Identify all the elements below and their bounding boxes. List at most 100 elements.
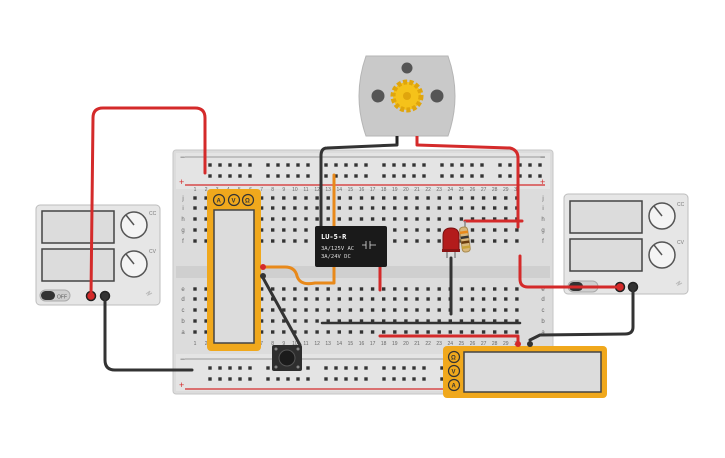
breadboard-hole[interactable]	[204, 217, 208, 221]
breadboard-hole[interactable]	[218, 163, 222, 167]
breadboard-hole[interactable]	[460, 174, 464, 178]
breadboard-hole[interactable]	[208, 163, 212, 167]
breadboard-hole[interactable]	[293, 228, 297, 232]
breadboard-hole[interactable]	[470, 287, 475, 291]
breadboard-hole[interactable]	[382, 366, 386, 370]
breadboard-hole[interactable]	[493, 206, 497, 210]
breadboard-hole[interactable]	[459, 330, 464, 334]
breadboard-hole[interactable]	[334, 366, 338, 370]
breadboard-hole[interactable]	[493, 287, 497, 291]
breadboard-hole[interactable]	[493, 319, 497, 323]
breadboard-hole[interactable]	[248, 163, 252, 167]
breadboard-hole[interactable]	[480, 174, 484, 178]
breadboard-hole[interactable]	[337, 330, 341, 334]
breadboard-hole[interactable]	[382, 174, 386, 178]
breadboard-hole[interactable]	[306, 174, 310, 178]
breadboard-hole[interactable]	[393, 287, 397, 291]
breadboard-hole[interactable]	[437, 239, 441, 243]
breadboard-hole[interactable]	[440, 366, 444, 370]
breadboard-hole[interactable]	[228, 174, 232, 178]
breadboard-hole[interactable]	[348, 319, 353, 323]
breadboard-hole[interactable]	[393, 196, 397, 200]
breadboard-hole[interactable]	[404, 239, 408, 243]
breadboard-hole[interactable]	[248, 377, 252, 381]
breadboard-hole[interactable]	[306, 366, 310, 370]
breadboard-hole[interactable]	[326, 319, 330, 323]
breadboard-hole[interactable]	[259, 297, 264, 301]
breadboard-hole[interactable]	[293, 239, 297, 243]
breadboard-hole[interactable]	[440, 377, 444, 381]
breadboard-hole[interactable]	[412, 377, 416, 381]
breadboard-hole[interactable]	[271, 297, 275, 301]
breadboard-hole[interactable]	[382, 163, 386, 167]
breadboard-hole[interactable]	[282, 239, 286, 243]
breadboard-hole[interactable]	[348, 217, 353, 221]
breadboard-hole[interactable]	[315, 217, 319, 221]
breadboard-hole[interactable]	[498, 163, 502, 167]
breadboard-hole[interactable]	[426, 308, 430, 312]
breadboard-hole[interactable]	[481, 319, 486, 323]
breadboard-hole[interactable]	[459, 297, 464, 301]
breadboard-hole[interactable]	[204, 287, 208, 291]
breadboard-hole[interactable]	[364, 366, 368, 370]
breadboard-hole[interactable]	[193, 319, 197, 323]
breadboard-hole[interactable]	[481, 228, 486, 232]
breadboard-hole[interactable]	[248, 174, 252, 178]
breadboard-hole[interactable]	[422, 163, 426, 167]
breadboard-hole[interactable]	[359, 287, 364, 291]
breadboard-hole[interactable]	[460, 163, 464, 167]
breadboard-hole[interactable]	[393, 228, 397, 232]
breadboard-hole[interactable]	[402, 163, 406, 167]
breadboard-hole[interactable]	[440, 174, 444, 178]
breadboard-hole[interactable]	[282, 308, 286, 312]
breadboard-hole[interactable]	[415, 330, 419, 334]
breadboard-hole[interactable]	[404, 308, 408, 312]
breadboard-hole[interactable]	[293, 330, 297, 334]
breadboard-hole[interactable]	[504, 319, 508, 323]
breadboard-hole[interactable]	[402, 366, 406, 370]
wire-probe-black[interactable]	[260, 274, 302, 347]
breadboard-hole[interactable]	[348, 297, 353, 301]
power-supply-right[interactable]: CC CV	[563, 193, 689, 295]
breadboard-hole[interactable]	[370, 319, 375, 323]
breadboard-hole[interactable]	[193, 217, 197, 221]
breadboard-hole[interactable]	[238, 377, 242, 381]
wire-psu-right-positive[interactable]	[518, 254, 622, 289]
breadboard-hole[interactable]	[415, 297, 419, 301]
breadboard-hole[interactable]	[508, 174, 512, 178]
breadboard-hole[interactable]	[326, 308, 330, 312]
wire-row-red[interactable]	[378, 334, 520, 344]
breadboard-hole[interactable]	[259, 217, 264, 221]
breadboard-hole[interactable]	[437, 206, 441, 210]
breadboard-hole[interactable]	[354, 163, 358, 167]
breadboard-hole[interactable]	[404, 228, 408, 232]
breadboard-hole[interactable]	[337, 196, 341, 200]
multimeter-left[interactable]: A V Ω	[207, 189, 266, 351]
breadboard-hole[interactable]	[515, 239, 519, 243]
breadboard-hole[interactable]	[293, 308, 297, 312]
breadboard-hole[interactable]	[382, 319, 386, 323]
breadboard-hole[interactable]	[259, 287, 264, 291]
breadboard-hole[interactable]	[326, 297, 330, 301]
wire-motor-red[interactable]	[415, 143, 520, 229]
breadboard-hole[interactable]	[422, 174, 426, 178]
breadboard-hole[interactable]	[364, 174, 368, 178]
breadboard-hole[interactable]	[259, 228, 264, 232]
breadboard-hole[interactable]	[470, 308, 475, 312]
breadboard-hole[interactable]	[404, 319, 408, 323]
breadboard-hole[interactable]	[315, 308, 319, 312]
pushbutton[interactable]	[272, 345, 302, 371]
breadboard-hole[interactable]	[359, 319, 364, 323]
breadboard-hole[interactable]	[538, 163, 542, 167]
breadboard-hole[interactable]	[448, 319, 452, 323]
breadboard-hole[interactable]	[296, 163, 300, 167]
breadboard-hole[interactable]	[382, 217, 386, 221]
breadboard-hole[interactable]	[448, 330, 452, 334]
breadboard-hole[interactable]	[493, 330, 497, 334]
breadboard-hole[interactable]	[459, 308, 464, 312]
breadboard-hole[interactable]	[528, 163, 532, 167]
breadboard-hole[interactable]	[422, 377, 426, 381]
breadboard-hole[interactable]	[193, 330, 197, 334]
multimeter-right[interactable]: Ω V A	[443, 341, 607, 398]
breadboard-hole[interactable]	[304, 239, 308, 243]
